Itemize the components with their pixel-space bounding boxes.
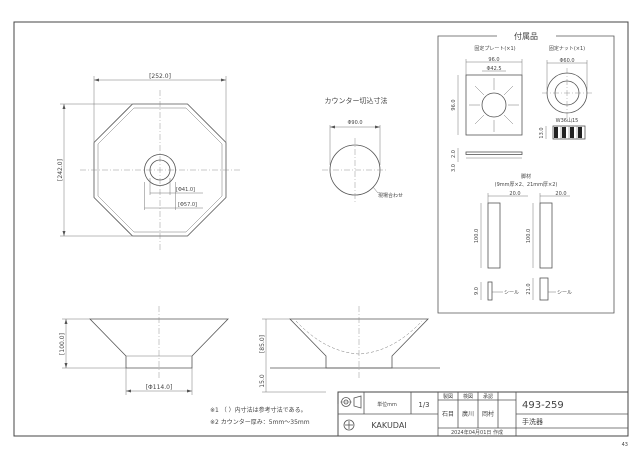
plate-side-view (465, 151, 523, 155)
hole-dimension-57: [Φ57.0] (178, 202, 197, 208)
plate-width: 96.0 (488, 57, 499, 63)
nut-knurl-2 (562, 127, 566, 138)
spacer-height-1: 100.0 (474, 229, 480, 243)
product-name: 手洗器 (522, 417, 543, 426)
elevation-height: [100.0] (59, 333, 66, 355)
spacer-left-side (487, 281, 493, 301)
plate-inner-dia: Φ42.5 (486, 66, 501, 72)
spacer-thickness-1: 9.0 (474, 287, 480, 295)
nut-knurl-3 (570, 127, 574, 138)
brand-name: KAKUDAI (371, 421, 406, 430)
spacer-width-1: 20.0 (509, 191, 520, 197)
seal-label-right: シール (557, 290, 572, 296)
section-height: [85.0] (259, 335, 266, 353)
accessories-panel: 付属品 固定プレート(×1) 96.0 Φ42.5 96.0 2.0 3.0 固… (437, 31, 615, 314)
front-elevation: [100.0] [Φ114.0] (59, 306, 229, 395)
drain-inner-circle (149, 159, 171, 181)
page-number: 43 (622, 442, 628, 448)
nut-diameter: Φ60.0 (559, 58, 574, 64)
nut-knurl-4 (578, 127, 582, 138)
elevation-base-dia: [Φ114.0] (146, 384, 173, 391)
name-drafter: 石目 (442, 411, 454, 418)
unit-label: 単位mm (377, 401, 397, 408)
nut-height: 13.0 (539, 127, 545, 138)
spacer-title: 脚材 (521, 173, 531, 180)
spacer-width-2: 20.0 (555, 191, 566, 197)
spacer-right-side (539, 277, 549, 301)
header-approved: 承認 (483, 393, 493, 400)
cutout-title: カウンター切込寸法 (325, 96, 388, 105)
name-approver: 岡村 (482, 410, 494, 418)
drain-outer-circle (144, 154, 176, 186)
title-block: 単位mm 1/3 製図 検図 承認 石目 廣川 岡村 KAKUDAI 2024年… (337, 391, 629, 437)
section-view: [85.0] 15.0 (259, 306, 440, 393)
sheet-frame (13, 21, 629, 437)
accessories-title: 付属品 (514, 31, 538, 41)
counter-cutout: カウンター切込寸法 Φ90.0 現場合わせ (322, 96, 403, 202)
header-checked: 検図 (463, 393, 473, 400)
header-drafted: 製図 (443, 393, 453, 400)
width-dimension: [252.0] (149, 73, 171, 80)
note-2: ※2 カウンター厚み：5mm〜35mm (210, 418, 310, 426)
hole-dimension-41: [Φ41.0] (176, 187, 195, 193)
top-view: [252.0] [242.0] [Φ41.0] [Φ57.0] (57, 73, 240, 250)
plate-height: 96.0 (451, 99, 457, 110)
spacer-note: (9mm厚×2、21mm厚×2) (495, 182, 558, 188)
name-checker: 廣川 (462, 410, 474, 418)
plate-center-hole (481, 92, 507, 118)
plate-thickness-2: 3.0 (451, 164, 457, 172)
nut-title: 固定ナット(×1) (549, 45, 585, 52)
cutout-diameter: Φ90.0 (347, 120, 362, 126)
plate-title: 固定プレート(×1) (474, 45, 515, 52)
seal-label-left: シール (504, 290, 519, 296)
section-base: 15.0 (259, 374, 266, 388)
plate-thickness-1: 2.0 (451, 150, 457, 158)
nut-thread: W36山15 (556, 117, 579, 124)
projection-symbol-icon (340, 395, 362, 409)
note-1: ※1 （ ）内寸法は参考寸法である。 (210, 406, 307, 414)
notes: ※1 （ ）内寸法は参考寸法である。 ※2 カウンター厚み：5mm〜35mm (210, 406, 310, 426)
nut-knurl-1 (554, 127, 558, 138)
spacer-thickness-2: 21.0 (526, 283, 532, 294)
drawing-date: 2024年04月01日 作成 (451, 429, 503, 436)
product-code: 493-259 (522, 400, 564, 411)
spacer-left (487, 202, 501, 269)
fixing-plate (465, 74, 523, 136)
spacer-right (539, 202, 553, 269)
spacer-height-2: 100.0 (526, 229, 532, 243)
cutout-note: 現場合わせ (378, 192, 403, 199)
scale-value: 1/3 (418, 401, 429, 409)
kakudai-logo-icon (343, 419, 355, 431)
height-dimension: [242.0] (57, 159, 64, 181)
